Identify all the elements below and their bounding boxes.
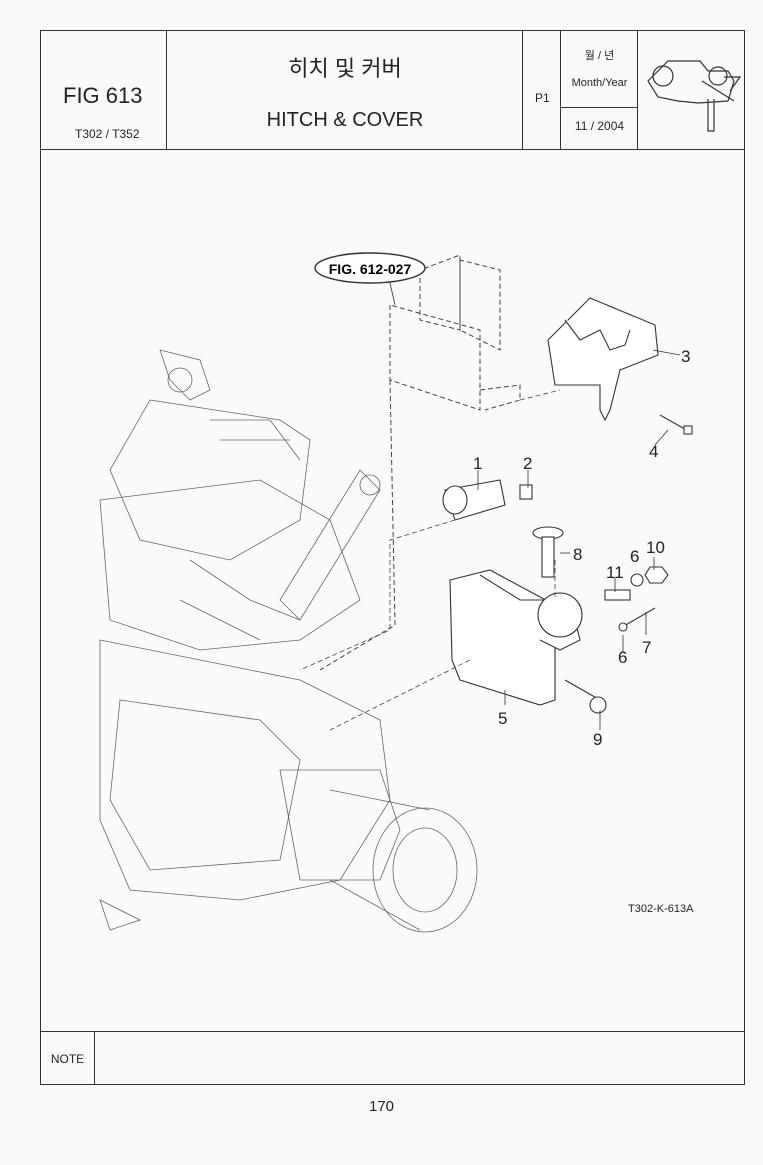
callout-8: 8 — [573, 545, 582, 564]
title-english: HITCH & COVER — [266, 109, 424, 131]
callout-2: 2 — [523, 454, 532, 473]
thumbnail-cell — [638, 31, 744, 149]
figure-number: FIG 613 — [63, 83, 143, 108]
title-cell: 히치 및 커버 HITCH & COVER — [167, 31, 523, 149]
page-frame: FIG 613 T302 / T352 히치 및 커버 HITCH & COVE… — [40, 30, 745, 1085]
leader-lines — [299, 389, 561, 731]
drawing-code: T302-K-613A — [628, 903, 694, 915]
tractor-thumbnail-icon — [647, 60, 742, 132]
hitch-parts — [442, 479, 669, 714]
date-label-english: Month/Year — [571, 77, 628, 89]
figure-cell: FIG 613 T302 / T352 — [41, 31, 167, 149]
callout-9: 9 — [593, 730, 602, 749]
date-value: 11 / 2004 — [574, 119, 625, 133]
transmission-housing — [99, 349, 478, 933]
callout-5: 5 — [498, 709, 507, 728]
callout-3: 3 — [681, 347, 690, 366]
page-number: 170 — [368, 1098, 395, 1115]
model-numbers: T302 / T352 — [75, 127, 140, 141]
callout-6a: 6 — [630, 547, 639, 566]
callout-7: 7 — [642, 638, 651, 657]
date-label-korean: 월 / 년 — [584, 50, 615, 62]
date-cell: 월 / 년 Month/Year 11 / 2004 — [561, 31, 638, 149]
callout-11: 11 — [606, 563, 624, 582]
callout-leaders — [477, 349, 681, 730]
callout-6b: 6 — [618, 648, 627, 667]
callout-1: 1 — [473, 454, 482, 473]
page-code-cell: P1 — [523, 31, 561, 149]
fig-reference-callout: FIG. 612-027 — [314, 252, 426, 306]
title-block: FIG 613 T302 / T352 히치 및 커버 HITCH & COVE… — [41, 31, 744, 150]
callout-4: 4 — [649, 442, 658, 461]
note-row: NOTE — [41, 1031, 744, 1085]
reference-bracket — [319, 254, 521, 671]
cover-plate — [547, 297, 693, 435]
note-label: NOTE — [41, 1032, 95, 1085]
page-code: P1 — [535, 91, 550, 105]
svg-text:FIG. 612-027: FIG. 612-027 — [329, 261, 412, 277]
callout-numbers: 1 2 3 4 5 6 6 7 8 9 10 11 — [473, 347, 690, 749]
title-korean: 히치 및 커버 — [288, 56, 402, 81]
divider — [561, 107, 638, 108]
callout-10: 10 — [646, 538, 665, 557]
